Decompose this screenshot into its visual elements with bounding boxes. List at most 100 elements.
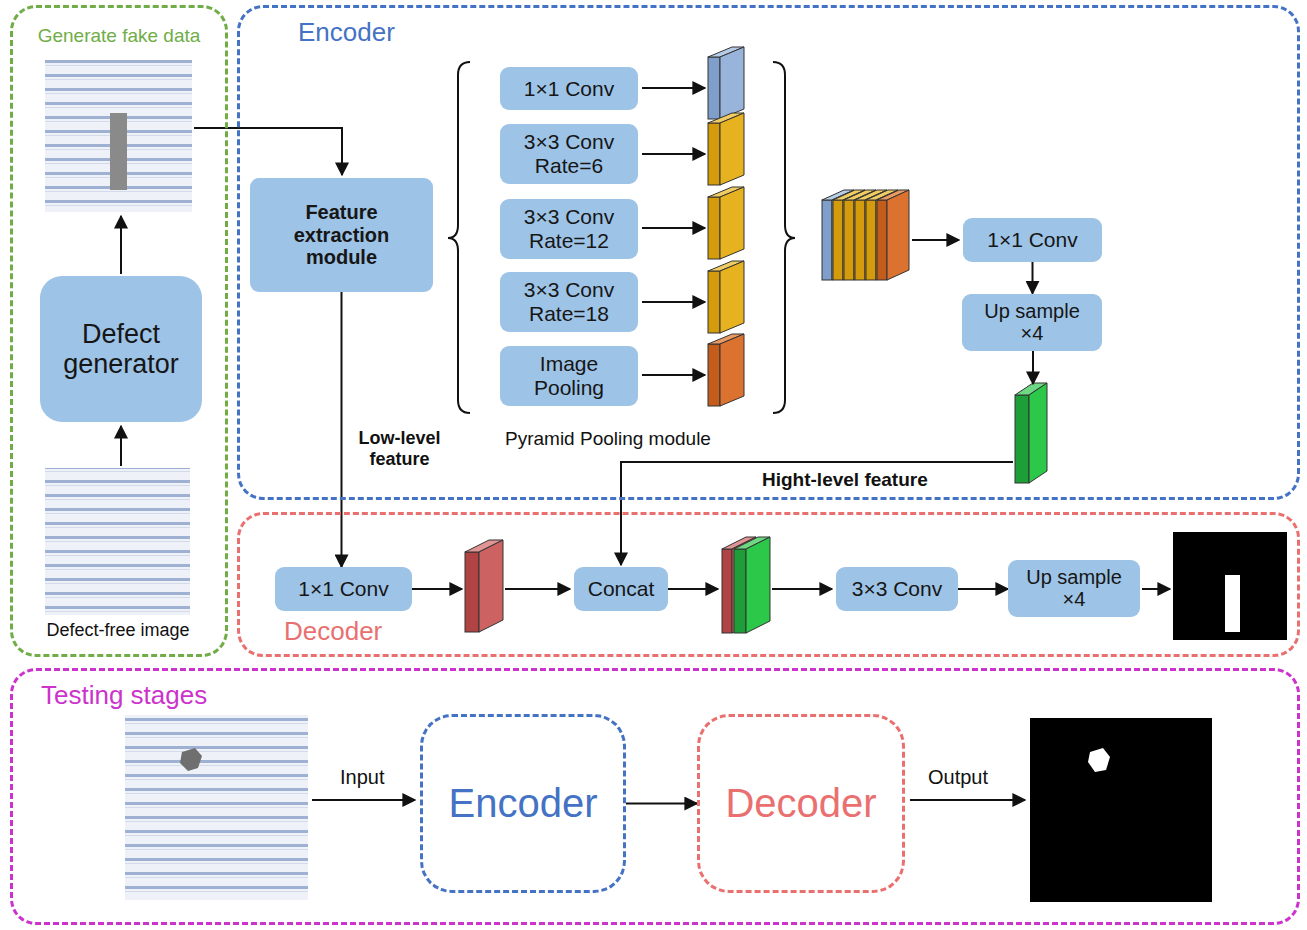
input-image: [125, 715, 308, 900]
free-label: Defect-free image: [46, 620, 189, 641]
free-label: Input: [340, 766, 384, 789]
mask-defect: [1225, 575, 1240, 632]
connector-arrow: [958, 588, 1008, 590]
feature-maps: [465, 47, 1047, 633]
arrow: [194, 128, 342, 175]
bracket: [773, 62, 795, 413]
feature-map: [720, 113, 744, 185]
feature-map: [720, 47, 744, 119]
feature-map: [708, 57, 720, 119]
node-text: Concat: [588, 577, 655, 601]
feature-map: [855, 200, 865, 280]
feature-map: [1029, 383, 1047, 483]
edge-label: Low-level feature: [350, 428, 450, 469]
node-text: 1×1 Conv: [298, 577, 388, 601]
process-box: 3×3 Conv Rate=12: [500, 199, 638, 259]
mask-image: [1030, 718, 1212, 902]
feature-map: [708, 271, 720, 333]
feature-map: [844, 200, 854, 280]
node-text: 3×3 Conv Rate=6: [513, 130, 625, 177]
node-text: 3×3 Conv: [852, 577, 942, 601]
feature-map: [479, 540, 503, 632]
real-defect: [180, 748, 202, 771]
mask-image: [1173, 532, 1287, 640]
arrow: [312, 799, 415, 801]
mask-defect: [1088, 748, 1110, 772]
arrow: [412, 588, 462, 590]
process-box: 1×1 Conv: [275, 567, 412, 611]
arrow: [505, 588, 570, 590]
group-title: Encoder: [298, 18, 395, 48]
free-label: Pyramid Pooling module: [505, 428, 711, 450]
arrow: [642, 301, 705, 303]
process-box: 3×3 Conv Rate=18: [500, 272, 638, 332]
node-text: 3×3 Conv Rate=12: [513, 205, 625, 252]
group-frame: Testing stagesEncoder Decoder: [10, 668, 1300, 925]
group-frame: Generate fake dataDefect generator: [10, 5, 228, 657]
free-label: Output: [928, 766, 988, 789]
process-box: Up sample ×4: [1008, 560, 1140, 617]
feature-map: [877, 200, 887, 280]
arrow: [642, 153, 705, 155]
arrow: [120, 216, 122, 274]
arrow: [642, 227, 705, 229]
node-text: 3×3 Conv Rate=18: [513, 278, 625, 325]
process-box: 1×1 Conv: [963, 218, 1102, 262]
feature-map: [722, 549, 732, 633]
feature-map: [708, 123, 720, 185]
process-box: Feature extraction module: [250, 178, 433, 292]
arrow: [1032, 350, 1034, 384]
fake-defect: [110, 113, 127, 190]
group-title: Testing stages: [41, 681, 207, 711]
fake-image: [45, 60, 192, 212]
node-text: Up sample ×4: [976, 300, 1088, 345]
node-text: Encoder: [449, 781, 598, 826]
node-text: Decoder: [725, 781, 876, 826]
node-text: 1×1 Conv: [524, 77, 614, 101]
arrow: [1142, 588, 1170, 590]
feature-map: [833, 200, 843, 280]
process-box: 3×3 Conv: [836, 567, 958, 611]
stage-box: Decoder: [697, 714, 905, 893]
process-box: Up sample ×4: [962, 294, 1102, 351]
node-text: Defect generator: [51, 319, 191, 379]
node-text: Feature extraction module: [287, 201, 397, 268]
feature-map: [720, 187, 744, 259]
free-label: Hight-level feature: [762, 469, 928, 491]
feature-map: [465, 552, 479, 632]
group-title: Generate fake data: [38, 25, 201, 47]
feature-map: [866, 200, 876, 280]
process-box: 1×1 Conv: [500, 67, 638, 110]
arrow: [120, 426, 122, 466]
process-box: Image Pooling: [500, 346, 638, 406]
feature-map: [708, 344, 720, 406]
feature-map: [720, 261, 744, 333]
feature-map: [746, 537, 770, 633]
arrow: [668, 588, 718, 590]
node-text: 1×1 Conv: [987, 228, 1077, 252]
node-text: Image Pooling: [513, 352, 625, 399]
feature-map: [1015, 395, 1029, 483]
connector-arrow: [1032, 262, 1034, 294]
arrow: [912, 239, 959, 241]
arrows: [121, 88, 1170, 800]
connector-arrow: [341, 292, 343, 567]
feature-map: [734, 549, 746, 633]
arrow: [910, 799, 1025, 801]
arrow: [772, 588, 832, 590]
feature-map: [887, 190, 909, 280]
process-box: Concat: [574, 567, 668, 611]
node-text: Up sample ×4: [1018, 566, 1130, 611]
feature-map: [708, 197, 720, 259]
arrow: [642, 87, 705, 89]
bracket: [448, 62, 470, 413]
defect-free-image: [45, 468, 190, 615]
arrow: [642, 374, 705, 376]
process-box: 3×3 Conv Rate=6: [500, 124, 638, 184]
feature-map: [720, 334, 744, 406]
group-frame: Decoder1×1 ConvConcat3×3 ConvUp sample ×…: [237, 512, 1300, 657]
connector-arrow: [626, 803, 697, 805]
